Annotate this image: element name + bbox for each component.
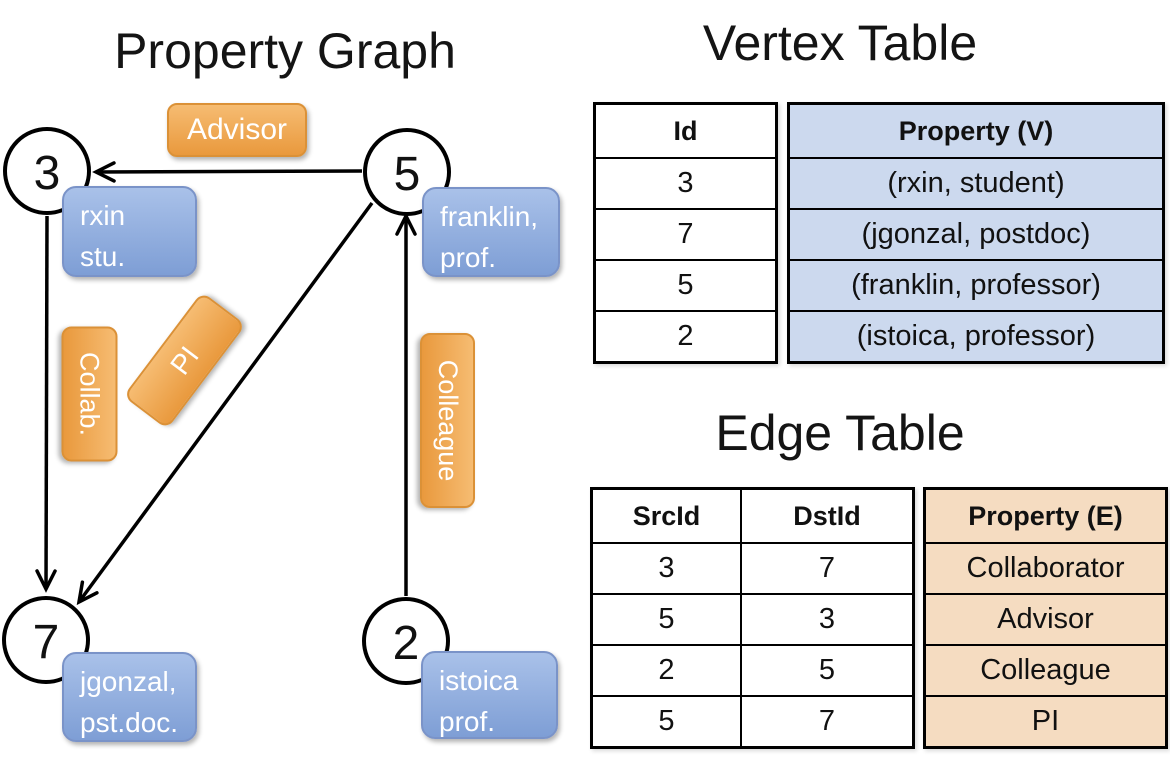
edge-table-srcid-cell: 3: [593, 542, 740, 593]
vertex-table-property-cell: (istoica, professor): [790, 310, 1162, 361]
edge-table-header-dstid: DstId: [742, 490, 912, 542]
edge-table-dstid-cell: 3: [742, 593, 912, 644]
graph-edges-layer: [35, 161, 417, 606]
edge-table-property-cell: PI: [926, 695, 1165, 746]
edge-table-id-columns: SrcId 3 5 2 5 DstId 7 3 5 7: [590, 487, 915, 749]
vertex-prop-box-2-line2: prof.: [439, 706, 496, 737]
edge-table-srcid-column: SrcId 3 5 2 5: [593, 490, 740, 746]
edge-table-property-cell: Colleague: [926, 644, 1165, 695]
vertex-table-property-cell: (franklin, professor): [790, 259, 1162, 310]
vertex-prop-box-3-line1: rxin: [80, 200, 126, 231]
edge-table-dstid-cell: 5: [742, 644, 912, 695]
edge-label-advisor-text: Advisor: [186, 113, 288, 146]
node-7-id: 7: [32, 615, 60, 669]
vertex-table-property-column: Property (V) (rxin, student) (jgonzal, p…: [787, 102, 1165, 364]
vertex-table-header-property: Property (V): [790, 105, 1162, 157]
vertex-table-id-column: Id 3 7 5 2: [593, 102, 778, 364]
node-3-id: 3: [33, 146, 61, 200]
edge-table-property-cell: Advisor: [926, 593, 1165, 644]
vertex-table-id-cell: 3: [596, 157, 775, 208]
vertex-table-id-cell: 2: [596, 310, 775, 361]
vertex-table-id-cell: 5: [596, 259, 775, 310]
edge-table-srcid-cell: 5: [593, 695, 740, 746]
vertex-prop-box-5-line2: prof.: [440, 242, 497, 273]
vertex-table-header-id: Id: [596, 105, 775, 157]
edge-table-dstid-cell: 7: [742, 695, 912, 746]
vertex-prop-box-7-line2: pst.doc.: [80, 707, 179, 738]
edge-3-to-7: [35, 215, 57, 593]
node-5-id: 5: [393, 147, 421, 201]
vertex-table-property-cell: (jgonzal, postdoc): [790, 208, 1162, 259]
edge-label-collab-text: Collab.: [75, 351, 105, 437]
edge-table-title: Edge Table: [715, 405, 965, 461]
edge-label-colleague-text: Colleague: [433, 359, 463, 482]
edge-table-property-column: Property (E) Collaborator Advisor Collea…: [923, 487, 1168, 749]
edge-table-srcid-cell: 2: [593, 644, 740, 695]
vertex-prop-box-7-line1: jgonzal,: [80, 666, 177, 697]
edge-5-to-7: [76, 201, 374, 606]
vertex-prop-box-3: rxin stu.: [62, 186, 197, 277]
edge-table-dstid-cell: 7: [742, 542, 912, 593]
graph-node-2: 2: [362, 597, 450, 685]
vertex-prop-box-2: istoica prof.: [421, 651, 558, 739]
vertex-table-title: Vertex Table: [702, 15, 978, 71]
vertex-prop-box-5: franklin, prof.: [422, 187, 560, 277]
edge-table-header-srcid: SrcId: [593, 490, 740, 542]
property-graph-title: Property Graph: [114, 23, 456, 79]
vertex-table-id-cell: 7: [596, 208, 775, 259]
vertex-prop-box-5-line1: franklin,: [440, 201, 539, 232]
edge-5-to-3: [92, 161, 363, 183]
vertex-prop-box-2-line1: istoica: [439, 665, 519, 696]
edge-label-advisor: Advisor: [167, 103, 307, 157]
vertex-prop-box-7: jgonzal, pst.doc.: [62, 652, 197, 742]
edge-table-header-property: Property (E): [926, 490, 1165, 542]
edge-label-collab: Collab.: [61, 326, 118, 462]
vertex-table-property-cell: (rxin, student): [790, 157, 1162, 208]
edge-table-srcid-cell: 5: [593, 593, 740, 644]
edge-table-dstid-column: DstId 7 3 5 7: [740, 490, 912, 746]
node-2-id: 2: [392, 616, 420, 670]
vertex-prop-box-3-line2: stu.: [80, 241, 126, 272]
edge-label-pi-text: PI: [163, 340, 205, 381]
edge-label-colleague: Colleague: [420, 333, 475, 508]
edge-table-property-cell: Collaborator: [926, 542, 1165, 593]
